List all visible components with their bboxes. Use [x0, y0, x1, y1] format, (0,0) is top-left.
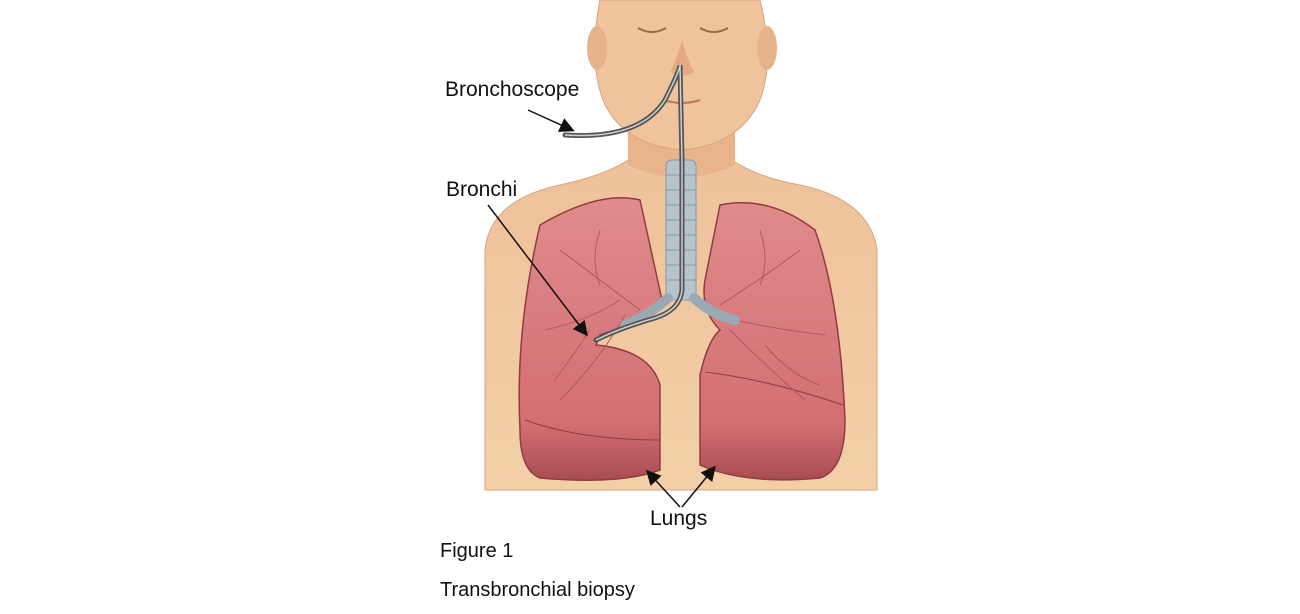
bronchoscope-label: Bronchoscope: [445, 78, 580, 101]
lungs-label: Lungs: [650, 507, 708, 530]
nose: [670, 40, 694, 76]
bronchoscope-arrow: [527, 109, 575, 132]
bronchoscope-tube-highlight: [564, 64, 683, 341]
left-lung-fissure: [524, 419, 661, 441]
left-bronchial-tree: [544, 229, 641, 401]
right-bronchial-tree: [719, 229, 826, 401]
left-main-bronchus: [620, 293, 673, 330]
figure-caption: Transbronchial biopsy: [440, 579, 635, 601]
lungs-arrow-right: [681, 465, 716, 508]
left-eye: [637, 27, 667, 33]
bronchi-arrow: [487, 204, 588, 337]
right-lung: [699, 202, 846, 481]
figure-number: Figure 1: [440, 540, 514, 562]
left-ear: [587, 26, 607, 70]
right-eye: [699, 27, 729, 33]
right-main-bronchus: [689, 293, 740, 325]
bronchi-label: Bronchi: [446, 178, 518, 201]
right-lung-fissure: [704, 371, 844, 406]
right-ear: [757, 26, 777, 70]
lungs-arrow-left: [645, 469, 681, 508]
